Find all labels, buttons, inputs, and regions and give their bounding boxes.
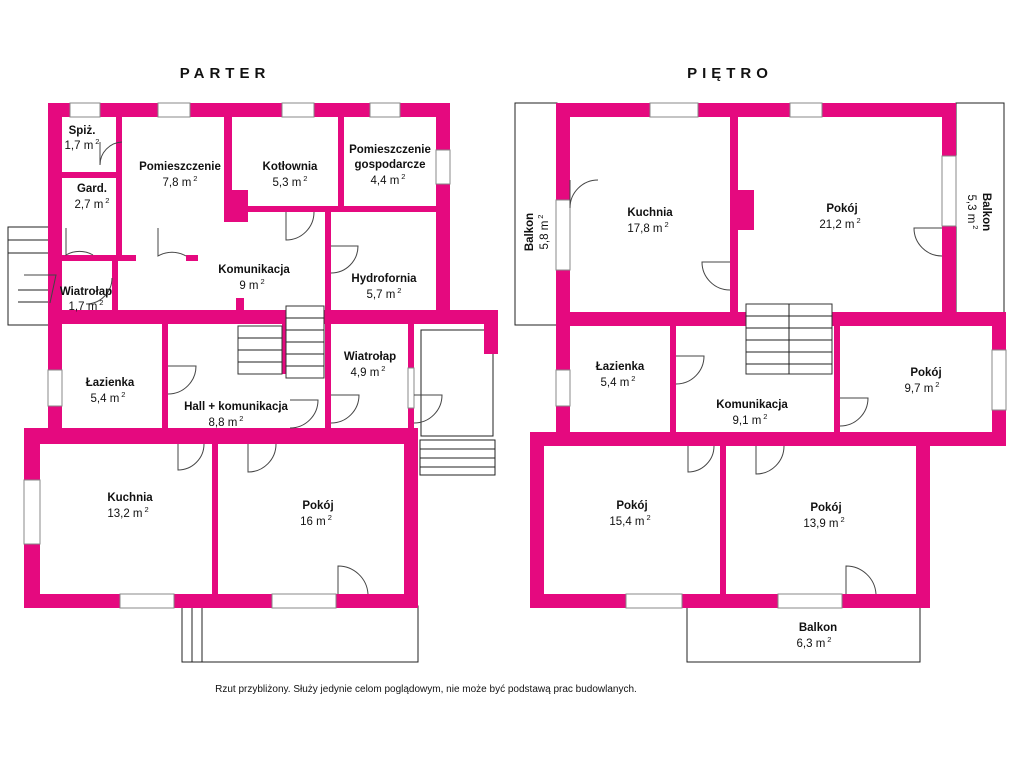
- svg-text:13,2 m2: 13,2 m2: [107, 505, 148, 520]
- svg-text:Łazienka: Łazienka: [86, 377, 135, 389]
- parter-terrace: [181, 605, 419, 663]
- svg-text:4,4 m2: 4,4 m2: [371, 172, 406, 187]
- pietro-floor: PIĘTRO: [514, 65, 1007, 663]
- svg-text:Pomieszczenie: Pomieszczenie: [139, 161, 221, 173]
- svg-text:Kuchnia: Kuchnia: [107, 492, 153, 504]
- svg-text:17,8 m2: 17,8 m2: [627, 220, 668, 235]
- svg-text:Balkon: Balkon: [799, 622, 837, 634]
- parter-windows: [23, 102, 451, 609]
- svg-text:4,9 m2: 4,9 m2: [351, 364, 386, 379]
- svg-text:Pokój: Pokój: [810, 502, 841, 514]
- svg-text:Komunikacja: Komunikacja: [218, 264, 290, 276]
- svg-text:5,4 m2: 5,4 m2: [91, 390, 126, 405]
- svg-text:7,8 m2: 7,8 m2: [163, 174, 198, 189]
- svg-text:9,7 m2: 9,7 m2: [905, 380, 940, 395]
- svg-text:Wiatrołap: Wiatrołap: [60, 286, 112, 298]
- pietro-stairs: [745, 303, 833, 375]
- svg-text:Pokój: Pokój: [302, 500, 333, 512]
- room-balkon-right: Balkon 5,3 m2: [965, 193, 992, 231]
- svg-text:gospodarcze: gospodarcze: [355, 159, 426, 171]
- svg-text:8,8 m2: 8,8 m2: [209, 414, 244, 429]
- svg-text:1,7 m2: 1,7 m2: [69, 298, 104, 313]
- svg-text:1,7 m2: 1,7 m2: [65, 137, 100, 152]
- svg-text:9 m2: 9 m2: [239, 277, 264, 292]
- room-balkon-left: Balkon 5,8 m2: [524, 213, 551, 251]
- svg-text:Hydrofornia: Hydrofornia: [351, 273, 417, 285]
- pietro-windows: [555, 102, 1007, 609]
- svg-text:21,2 m2: 21,2 m2: [819, 216, 860, 231]
- svg-text:Kuchnia: Kuchnia: [627, 207, 673, 219]
- disclaimer-note: Rzut przybliżony. Służy jedynie celom po…: [215, 684, 637, 695]
- svg-text:Kotłownia: Kotłownia: [263, 161, 319, 173]
- svg-text:Pokój: Pokój: [826, 203, 857, 215]
- svg-text:Gard.: Gard.: [77, 183, 107, 195]
- left-entrance-porch: [7, 226, 51, 326]
- svg-text:Hall + komunikacja: Hall + komunikacja: [184, 401, 288, 413]
- svg-text:13,9 m2: 13,9 m2: [803, 515, 844, 530]
- svg-text:2,7 m2: 2,7 m2: [75, 196, 110, 211]
- svg-text:Komunikacja: Komunikacja: [716, 399, 788, 411]
- svg-text:5,3 m2: 5,3 m2: [965, 195, 980, 230]
- svg-text:Spiż.: Spiż.: [69, 125, 96, 137]
- svg-text:Pokój: Pokój: [910, 367, 941, 379]
- svg-text:Pomieszczenie: Pomieszczenie: [349, 144, 431, 156]
- parter-stairs: [237, 305, 325, 379]
- svg-text:15,4 m2: 15,4 m2: [609, 513, 650, 528]
- balcony-bottom-outline: [686, 605, 921, 663]
- balcony-right-outline: [955, 102, 1005, 314]
- parter-walls: [24, 103, 498, 608]
- svg-text:6,3 m2: 6,3 m2: [797, 635, 832, 650]
- parter-floor: PARTER: [7, 65, 498, 663]
- svg-text:5,7 m2: 5,7 m2: [367, 286, 402, 301]
- balcony-left-outline: [514, 102, 558, 326]
- pietro-title: PIĘTRO: [687, 65, 773, 82]
- svg-text:16 m2: 16 m2: [300, 513, 332, 528]
- parter-doors: [24, 141, 443, 595]
- svg-text:Wiatrołap: Wiatrołap: [344, 351, 396, 363]
- svg-text:5,8 m2: 5,8 m2: [536, 215, 551, 250]
- parter-title: PARTER: [180, 65, 271, 82]
- svg-text:5,3 m2: 5,3 m2: [273, 174, 308, 189]
- svg-text:Łazienka: Łazienka: [596, 361, 645, 373]
- svg-text:Balkon: Balkon: [980, 193, 992, 231]
- pietro-doors: [569, 179, 943, 595]
- svg-text:5,4 m2: 5,4 m2: [601, 374, 636, 389]
- svg-text:Pokój: Pokój: [616, 500, 647, 512]
- svg-text:9,1 m2: 9,1 m2: [733, 412, 768, 427]
- svg-text:Balkon: Balkon: [524, 213, 536, 251]
